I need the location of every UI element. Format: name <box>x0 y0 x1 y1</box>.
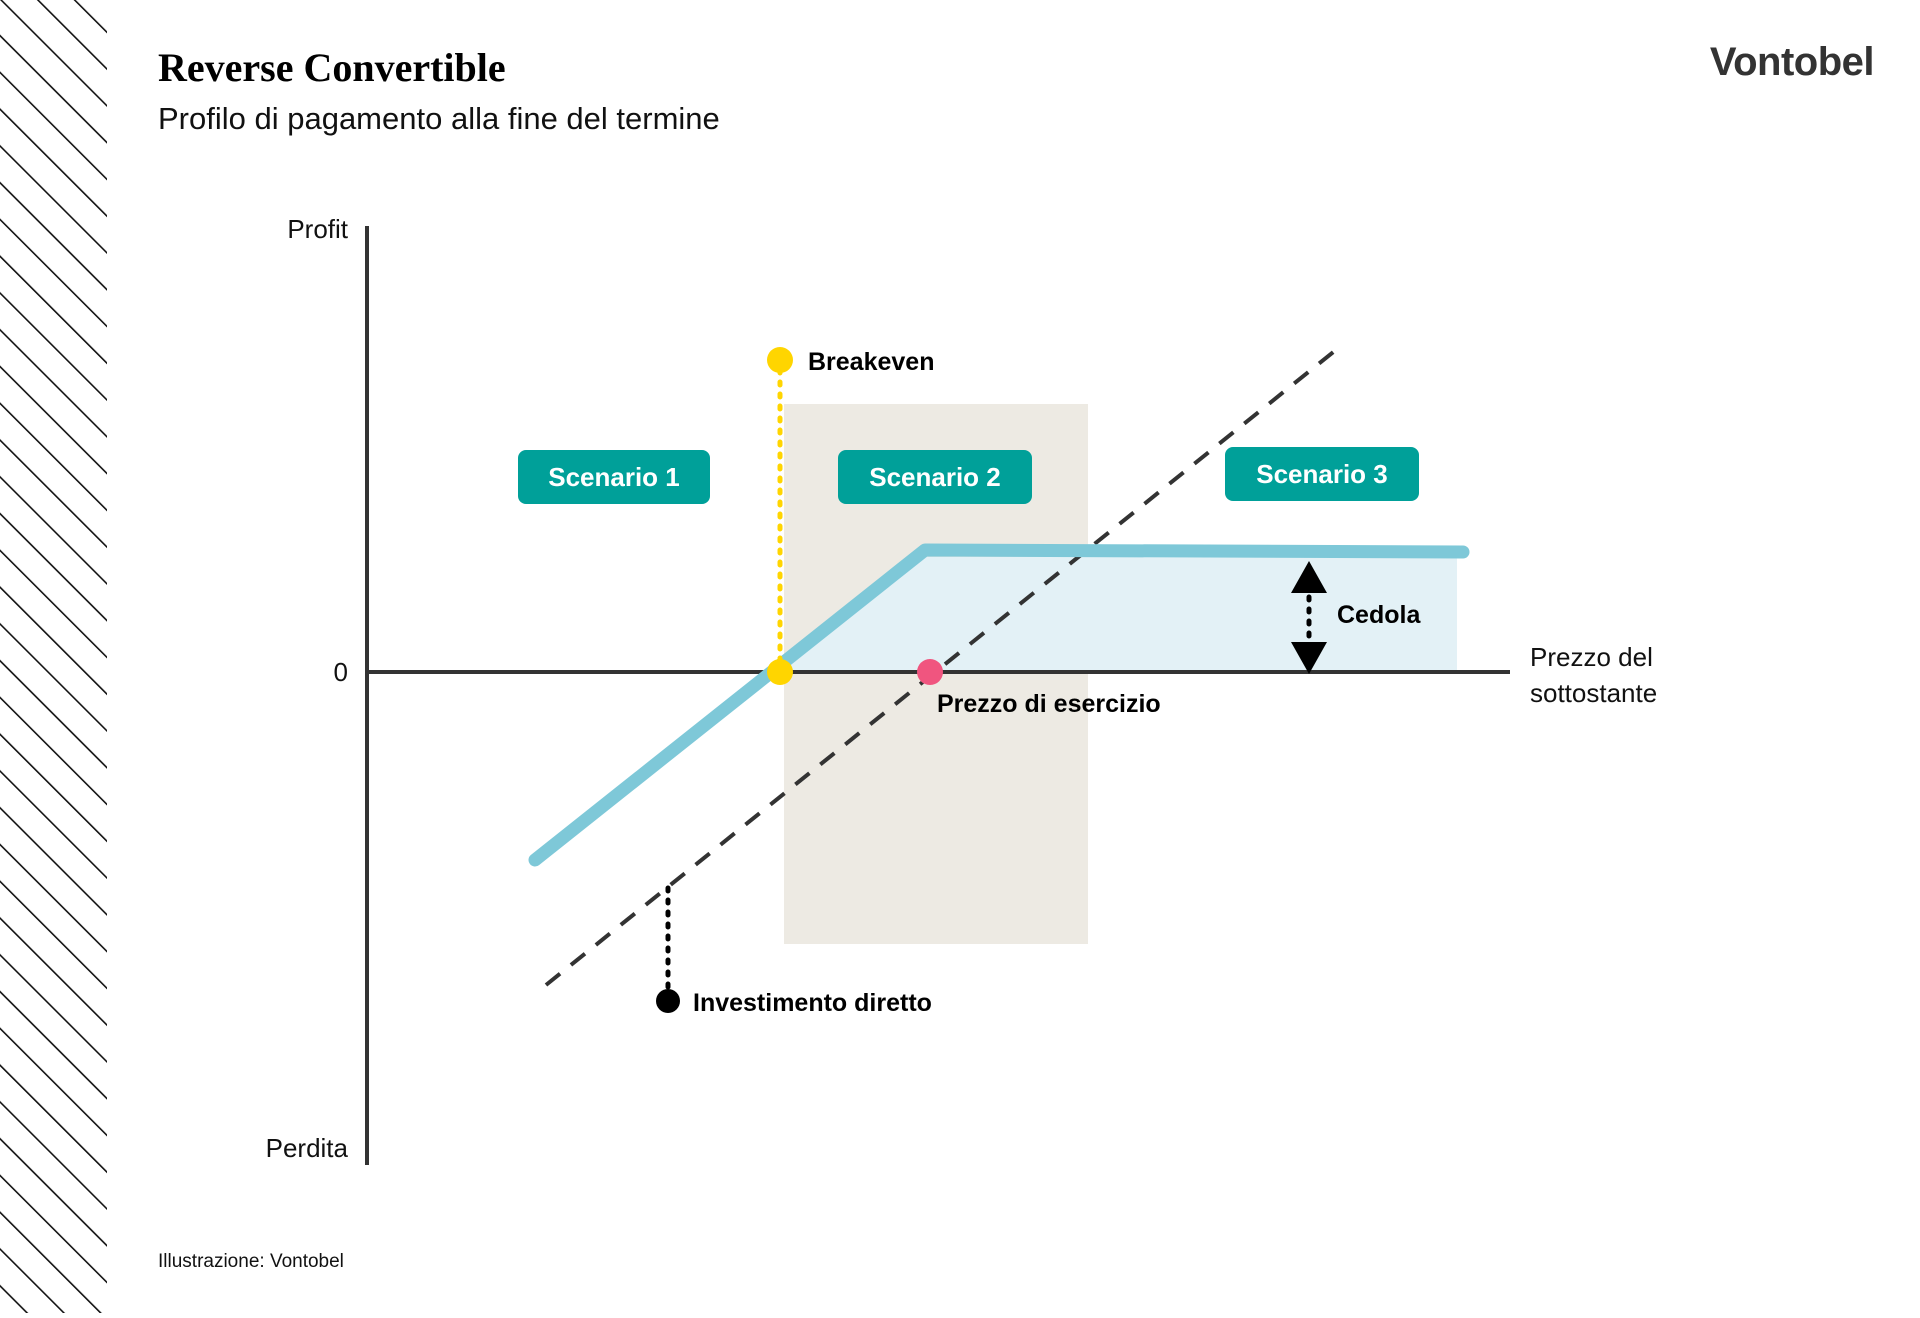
strike-price-marker-dot <box>917 659 943 685</box>
page-subtitle: Profilo di pagamento alla fine del termi… <box>158 101 720 136</box>
payoff-area-fill <box>780 557 1457 672</box>
scenario-1-badge-label: Scenario 1 <box>548 462 680 492</box>
vontobel-logo: Vontobel <box>1709 40 1875 84</box>
scenario-3-badge-label: Scenario 3 <box>1256 459 1388 489</box>
axis-label-perdita: Perdita <box>266 1133 349 1163</box>
breakeven-label: Breakeven <box>808 348 934 376</box>
axis-label-underlying-line1: Prezzo del <box>1530 642 1653 672</box>
page-title: Reverse Convertible <box>158 45 506 90</box>
axis-tick-zero: 0 <box>334 657 348 687</box>
breakeven-axis-dot <box>767 659 793 685</box>
source-caption: Illustrazione: Vontobel <box>158 1251 344 1272</box>
strike-price-label: Prezzo di esercizio <box>937 690 1161 718</box>
cedola-label: Cedola <box>1337 601 1421 629</box>
direct-investment-line <box>544 343 1344 987</box>
cedola-measure-arrow <box>1291 561 1327 674</box>
scenario-2-badge[interactable]: Scenario 2 <box>838 450 1032 504</box>
direct-investment-marker-dot <box>656 989 680 1013</box>
scenario-1-badge[interactable]: Scenario 1 <box>518 450 710 504</box>
arrow-down-icon <box>1291 642 1327 674</box>
hatch-decoration-band <box>0 0 107 1313</box>
arrow-up-icon <box>1291 561 1327 593</box>
scenario-3-badge[interactable]: Scenario 3 <box>1225 447 1419 501</box>
scenario-2-badge-label: Scenario 2 <box>869 462 1001 492</box>
direct-investment-label: Investimento diretto <box>693 989 932 1017</box>
diagonal-hatch-pattern-icon <box>0 0 107 1313</box>
axis-label-underlying-line2: sottostante <box>1530 678 1657 708</box>
payoff-line <box>528 543 1470 867</box>
axis-label-profit: Profit <box>287 214 348 244</box>
breakeven-marker-dot <box>767 347 793 373</box>
